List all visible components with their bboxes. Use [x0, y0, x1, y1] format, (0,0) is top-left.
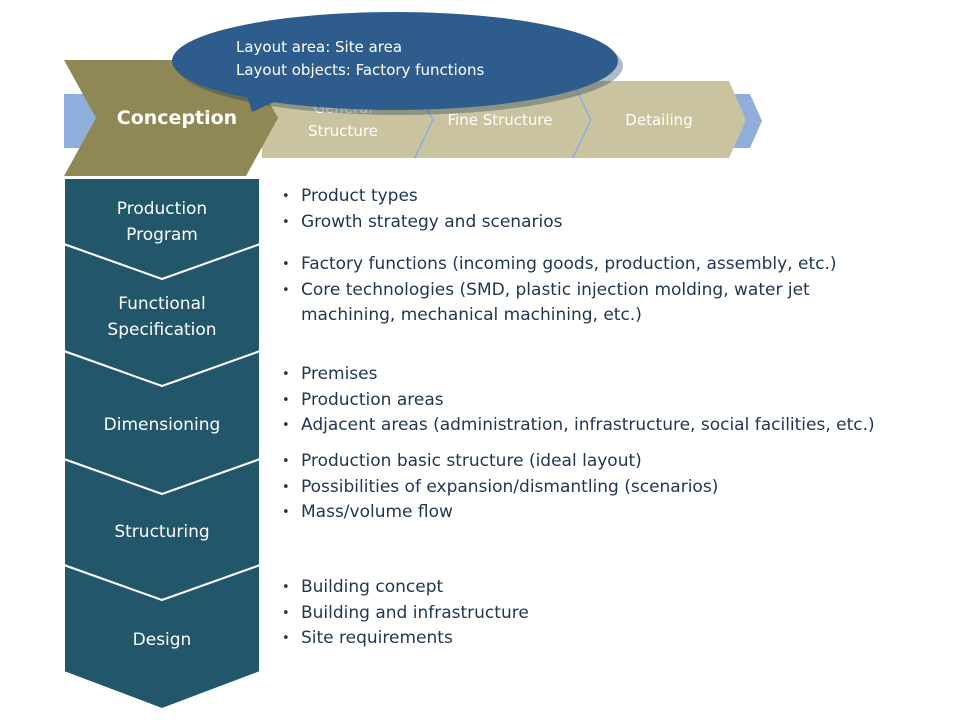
callout-line-2: Layout objects: Factory functions: [236, 61, 484, 79]
bullets-production-program: Product types Growth strategy and scenar…: [282, 184, 882, 235]
step-label-production-line1: Production: [117, 199, 207, 219]
bullet-item: Building concept: [282, 575, 882, 601]
bullet-item: Factory functions (incoming goods, produ…: [282, 252, 852, 278]
bullet-item: Premises: [282, 362, 922, 388]
bullet-item: Growth strategy and scenarios: [282, 210, 882, 236]
bullet-item: Building and infrastructure: [282, 601, 882, 627]
step-label-dimensioning: Dimensioning: [104, 415, 221, 435]
bullet-item: Core technologies (SMD, plastic injectio…: [282, 278, 852, 329]
bullet-item: Adjacent areas (administration, infrastr…: [282, 413, 922, 439]
phase-label-conception: Conception: [117, 107, 237, 129]
phase-label-general-line2: Structure: [308, 122, 378, 140]
phase-label-fine-structure: Fine Structure: [448, 111, 553, 129]
bullet-item: Production areas: [282, 388, 922, 414]
bullet-item: Production basic structure (ideal layout…: [282, 449, 882, 475]
bullet-item: Site requirements: [282, 626, 882, 652]
bullets-structuring: Production basic structure (ideal layout…: [282, 449, 882, 526]
bullets-functional-specification: Factory functions (incoming goods, produ…: [282, 252, 852, 329]
phase-label-detailing: Detailing: [625, 111, 692, 129]
bullet-item: Mass/volume flow: [282, 500, 882, 526]
callout-line-1: Layout area: Site area: [236, 38, 402, 56]
step-label-functional-line1: Functional: [118, 294, 205, 314]
step-label-functional-line2: Specification: [107, 320, 216, 340]
step-structuring: Structuring: [63, 457, 261, 602]
step-functional-specification: Functional Specification: [63, 242, 261, 388]
bullet-item: Possibilities of expansion/dismantling (…: [282, 475, 882, 501]
step-dimensioning: Dimensioning: [63, 349, 261, 496]
bullets-design: Building concept Building and infrastruc…: [282, 575, 882, 652]
callout-bubble: Layout area: Site area Layout objects: F…: [172, 12, 623, 115]
step-label-structuring: Structuring: [114, 522, 209, 542]
bullets-dimensioning: Premises Production areas Adjacent areas…: [282, 362, 922, 439]
phase-detailing: Detailing: [570, 80, 746, 159]
bullet-item: Product types: [282, 184, 882, 210]
step-label-production-line2: Program: [126, 225, 198, 245]
step-label-design: Design: [133, 630, 192, 650]
step-design: Design: [63, 563, 261, 711]
step-production-program: Production Program: [63, 177, 261, 281]
